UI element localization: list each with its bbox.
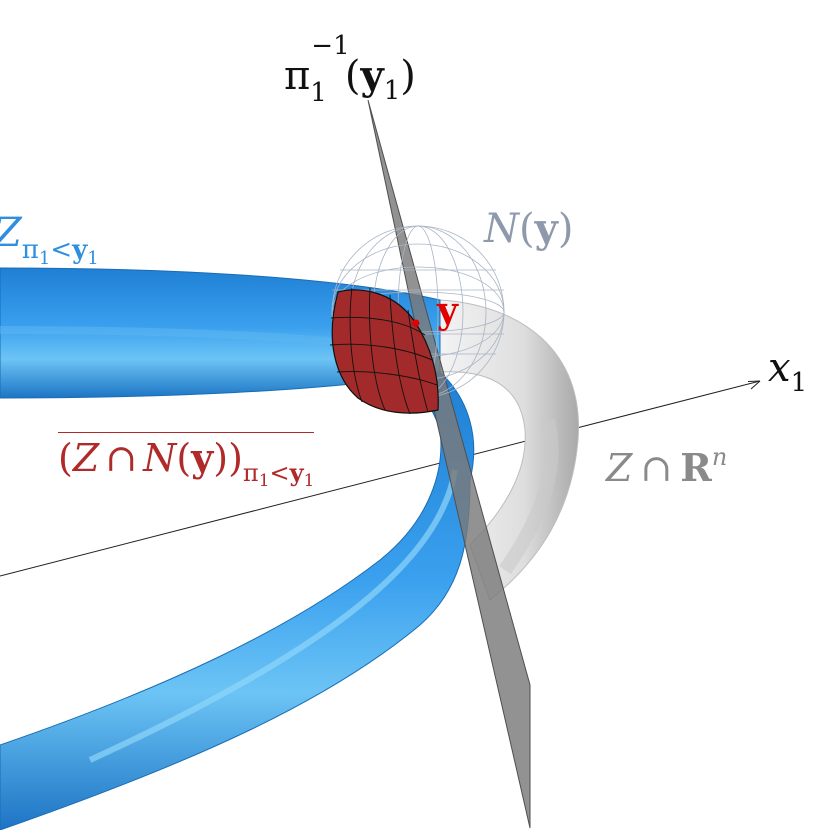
- point-y-marker: [412, 319, 420, 327]
- preimage-scripts: −1 1: [310, 31, 349, 108]
- z-real-z: Z: [606, 446, 633, 490]
- z-lower-z: Z: [0, 210, 22, 256]
- preimage-subscript: 1: [310, 78, 327, 108]
- closure-cap-grid: [329, 287, 438, 415]
- preimage-pi: π: [284, 53, 311, 99]
- closure-subscript: π1<y1: [242, 458, 315, 491]
- x1-axis-line: [0, 380, 761, 577]
- label-point-y: y: [437, 290, 458, 332]
- z-real-cap: ∩: [640, 446, 673, 490]
- label-z-real: Z∩Rn: [606, 443, 728, 490]
- neighborhood-close: ): [557, 206, 574, 252]
- label-neighborhood: N(y): [484, 205, 573, 252]
- tube-real-shading: [499, 418, 559, 575]
- z-real-r: R: [680, 445, 712, 490]
- axis-x-subscript: 1: [790, 368, 808, 398]
- preimage-exponent: −1: [311, 31, 350, 61]
- label-closure: (Z∩N(y))π1<y1: [58, 432, 315, 491]
- closure-cap: [331, 289, 439, 414]
- preimage-y: y: [360, 52, 384, 99]
- neighborhood-open: (: [519, 206, 535, 252]
- preimage-open: (: [344, 53, 361, 99]
- hyperplane-preimage: [367, 99, 531, 829]
- z-real-superscript: n: [711, 443, 728, 471]
- label-axis-x1: x1: [768, 345, 807, 398]
- label-z-lower: Zπ1<y1: [0, 210, 99, 269]
- axis-x: x: [768, 345, 791, 391]
- neighborhood-n: N: [484, 206, 519, 252]
- x1-axis-arrowhead: [747, 380, 761, 390]
- z-lower-subscript: π1<y1: [21, 235, 99, 269]
- preimage-ysub: 1: [383, 76, 401, 106]
- preimage-close: ): [400, 53, 416, 99]
- neighborhood-y: y: [534, 205, 558, 252]
- tube-lower-highlight: [88, 469, 458, 763]
